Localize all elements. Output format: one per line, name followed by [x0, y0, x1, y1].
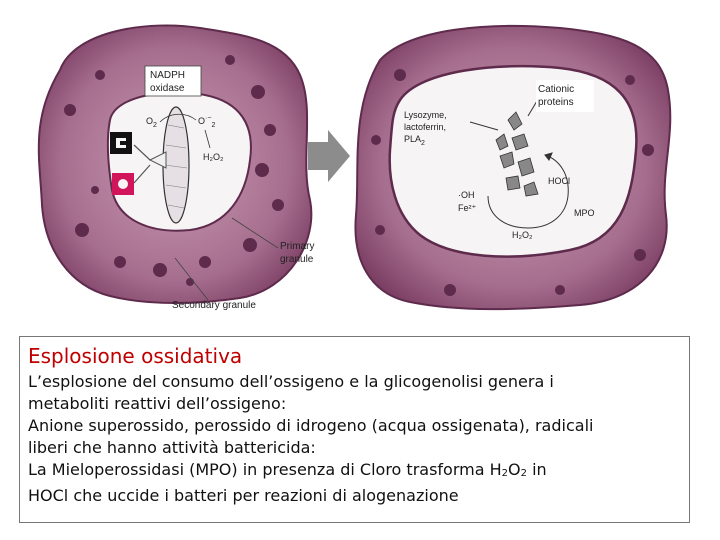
reaction-cycle [469, 95, 569, 229]
caption-line-5-b: O [508, 460, 521, 479]
nadph-label-line1: NADPH [150, 70, 185, 81]
h2o2-label-left: H₂O₂ [203, 152, 224, 162]
mpo-label: MPO [574, 208, 595, 218]
cationic-line1: Cationic [538, 84, 574, 95]
lysozyme-line2: lactoferrin, [404, 122, 446, 132]
nadph-label-line2: oxidase [150, 83, 185, 94]
oh-label: ·OH [458, 190, 475, 200]
caption-line-5-a: La Mieloperossidasi (MPO) in presenza di… [28, 460, 502, 479]
right-granules [371, 69, 654, 296]
transition-arrow-icon [308, 130, 350, 182]
receptor-black-icon [110, 132, 132, 154]
caption-line-6: HOCl che uccide i batteri per reazioni d… [28, 486, 459, 505]
caption-line-4: liberi che hanno attività battericida: [28, 438, 316, 457]
secondary-granule-label: Secondary granule [172, 300, 256, 311]
right-neutrophil: Cationic proteins Lysozyme, lactoferrin,… [354, 24, 672, 311]
caption-line-2: metaboliti reattivi dell’ossigeno: [28, 394, 287, 413]
caption-line-5: La Mieloperossidasi (MPO) in presenza di… [28, 459, 681, 485]
fe-label: Fe²⁺ [458, 203, 477, 213]
receptor-magenta-icon [112, 173, 134, 195]
lysozyme-line3: PLA2 [404, 134, 425, 147]
caption-line-5-sub1: 2 [501, 468, 509, 479]
caption-line-1: L’esplosione del consumo dell’ossigeno e… [28, 372, 554, 391]
hocl-label: HOCl [548, 176, 570, 186]
caption-box: Esplosione ossidativa L’esplosione del c… [19, 336, 690, 523]
caption-line-5-c: in [526, 460, 547, 479]
h2o2-label-right: H₂O₂ [512, 230, 533, 240]
caption-line-5-sub2: 2 [520, 468, 527, 479]
primary-granule-line2: granule [280, 254, 314, 265]
o2-label: O2 [146, 116, 157, 129]
superoxide-label: O·−2 [198, 115, 215, 129]
primary-granule-line1: Primary [280, 241, 314, 252]
left-granules [64, 55, 284, 286]
caption-line-3: Anione superossido, perossido di idrogen… [28, 416, 594, 435]
caption-title: Esplosione ossidativa [28, 344, 243, 368]
neutrophil-figure: NADPH oxidase O2 O·−2 H₂O₂ Primary granu… [37, 24, 672, 311]
lysozyme-line1: Lysozyme, [404, 110, 447, 120]
cationic-line2: proteins [538, 97, 574, 108]
left-neutrophil: NADPH oxidase O2 O·−2 H₂O₂ Primary granu… [37, 24, 314, 311]
bacterium-fragments [495, 111, 539, 197]
